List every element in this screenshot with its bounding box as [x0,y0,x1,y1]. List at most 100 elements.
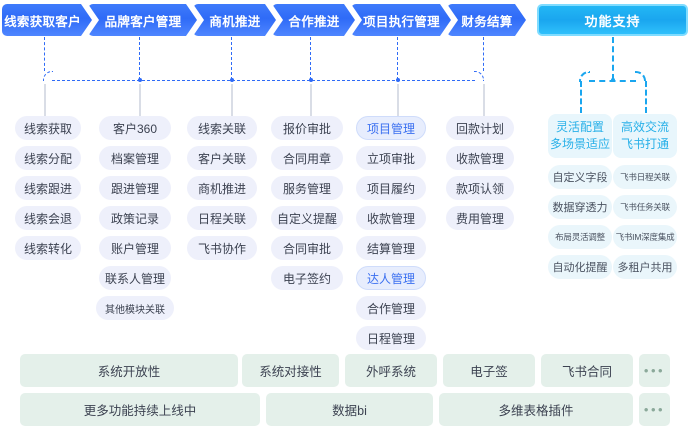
pill-label: 线索关联 [197,121,246,136]
bottom-chip-label: 系统开放性 [97,365,161,379]
column-stem-6 [482,84,485,116]
bottom-chip-1-1[interactable]: 系统开放性 [20,354,238,387]
support-header-label: 功能支持 [584,13,641,29]
bottom-chip-2-1[interactable]: 更多功能持续上线中 [20,393,260,426]
support-pill-1-2[interactable]: 数据穿透力 [548,195,612,219]
pill-5-6[interactable]: 达人管理 [356,266,426,290]
pill-1-1[interactable]: 线索获取 [15,116,81,140]
pill-3-2[interactable]: 客户关联 [187,146,257,170]
pill-1-5[interactable]: 线索转化 [15,236,81,260]
support-card-1[interactable]: 灵活配置多场景适应 [548,114,612,158]
column-stem-5 [397,84,399,116]
connector-corner-right [473,71,484,81]
pill-3-1[interactable]: 线索关联 [187,116,257,140]
pill-6-1[interactable]: 回款计划 [446,116,514,140]
pill-2-3[interactable]: 跟进管理 [99,176,171,200]
support-pill-2-2[interactable]: 飞书任务关联 [613,195,677,219]
pill-2-1[interactable]: 客户360 [99,116,171,140]
support-card-2[interactable]: 高效交流飞书打通 [613,114,677,158]
stage-chevron-6[interactable]: 财务结算 [447,4,526,36]
pill-label: 合作管理 [366,301,415,316]
pill-3-3[interactable]: 商机推进 [187,176,257,200]
pill-4-2[interactable]: 合同用章 [271,146,343,170]
pill-1-3[interactable]: 线索跟进 [15,176,81,200]
stage-chevron-label: 财务结算 [461,14,513,29]
pill-3-5[interactable]: 飞书协作 [187,236,257,260]
bottom-chip-1-2[interactable]: 系统对接性 [242,354,339,387]
pill-4-5[interactable]: 合同审批 [271,236,343,260]
pill-label: 项目管理 [366,121,415,136]
stage-chevron-4[interactable]: 合作推进 [272,4,355,36]
support-pill-2-4[interactable]: 多租户共用 [613,255,677,279]
bottom-chip-2-2[interactable]: 数据bi [266,393,433,426]
support-pill-2-1[interactable]: 飞书日程关联 [613,165,677,189]
pill-label: 款项认领 [455,181,504,196]
pill-6-2[interactable]: 收款管理 [446,146,514,170]
pill-4-3[interactable]: 服务管理 [271,176,343,200]
bottom-chip-2-3[interactable]: 多维表格插件 [439,393,633,426]
pill-4-4[interactable]: 自定义提醒 [271,206,343,230]
pill-2-7[interactable]: 其他模块关联 [96,296,174,320]
support-pill-2-3[interactable]: 飞书IM深度集成 [613,225,677,249]
bottom-chip-2-4[interactable]: ••• [639,393,670,426]
bottom-chip-1-4[interactable]: 电子签 [443,354,535,387]
pill-2-2[interactable]: 档案管理 [99,146,171,170]
support-card-line2: 飞书打通 [620,137,669,151]
more-dots-icon: ••• [643,362,666,378]
stage-chevron-label: 线索获取客户 [4,14,81,29]
support-header-box[interactable]: 功能支持 [537,4,688,36]
pill-label: 收款管理 [455,151,504,166]
pill-2-4[interactable]: 政策记录 [99,206,171,230]
connector-junction-5 [396,78,400,82]
pill-5-1[interactable]: 项目管理 [356,116,426,140]
support-junction [611,78,615,82]
pill-5-5[interactable]: 结算管理 [356,236,426,260]
bottom-chip-1-5[interactable]: 飞书合同 [541,354,633,387]
stage-chevron-5[interactable]: 项目执行管理 [351,4,451,36]
pill-5-8[interactable]: 日程管理 [356,326,426,350]
connector-corner-left [43,71,53,81]
connector-drop-2 [138,37,140,80]
pill-label: 合同用章 [282,151,331,166]
pill-3-4[interactable]: 日程关联 [187,206,257,230]
pill-4-1[interactable]: 报价审批 [271,116,343,140]
connector-bus [52,80,475,81]
stage-chevron-3[interactable]: 商机推进 [193,4,276,36]
pill-5-2[interactable]: 立项审批 [356,146,426,170]
bottom-chip-1-6[interactable]: ••• [639,354,670,387]
stage-chevron-label: 品牌客户管理 [104,14,182,29]
pill-label: 账户管理 [110,241,159,256]
support-pill-1-1[interactable]: 自定义字段 [548,165,612,189]
pill-4-6[interactable]: 电子签约 [271,266,343,290]
pill-label: 合同审批 [282,241,331,256]
column-stem-2 [138,84,141,116]
pill-1-2[interactable]: 线索分配 [15,146,81,170]
pill-label: 飞书协作 [197,241,246,256]
bottom-chip-label: 多维表格插件 [498,404,574,418]
connector-drop-1 [44,37,45,71]
pill-label: 日程关联 [197,211,246,226]
pill-5-7[interactable]: 合作管理 [356,296,426,320]
pill-label: 服务管理 [282,181,331,196]
support-corner-left [579,71,590,82]
support-corner-right [635,71,646,82]
pill-2-6[interactable]: 联系人管理 [99,266,171,290]
stage-chevron-1[interactable]: 线索获取客户 [2,4,92,36]
support-pill-1-3[interactable]: 布局灵活调整 [548,225,612,249]
pill-5-4[interactable]: 收款管理 [356,206,426,230]
pill-1-4[interactable]: 线索会退 [15,206,81,230]
support-pill-1-4[interactable]: 自动化提醒 [548,255,612,279]
stage-chevron-label: 商机推进 [209,14,261,29]
pill-6-4[interactable]: 费用管理 [446,206,514,230]
pill-6-3[interactable]: 款项认领 [446,176,514,200]
support-pill-label: 自定义字段 [552,172,608,184]
connector-drop-4 [309,37,311,80]
pill-5-3[interactable]: 项目履约 [356,176,426,200]
pill-label: 联系人管理 [104,271,165,286]
bottom-chip-1-3[interactable]: 外呼系统 [345,354,437,387]
pill-2-5[interactable]: 账户管理 [99,236,171,260]
stage-chevron-2[interactable]: 品牌客户管理 [88,4,197,36]
connector-junction-2 [137,78,142,82]
pill-label: 收款管理 [366,211,415,226]
